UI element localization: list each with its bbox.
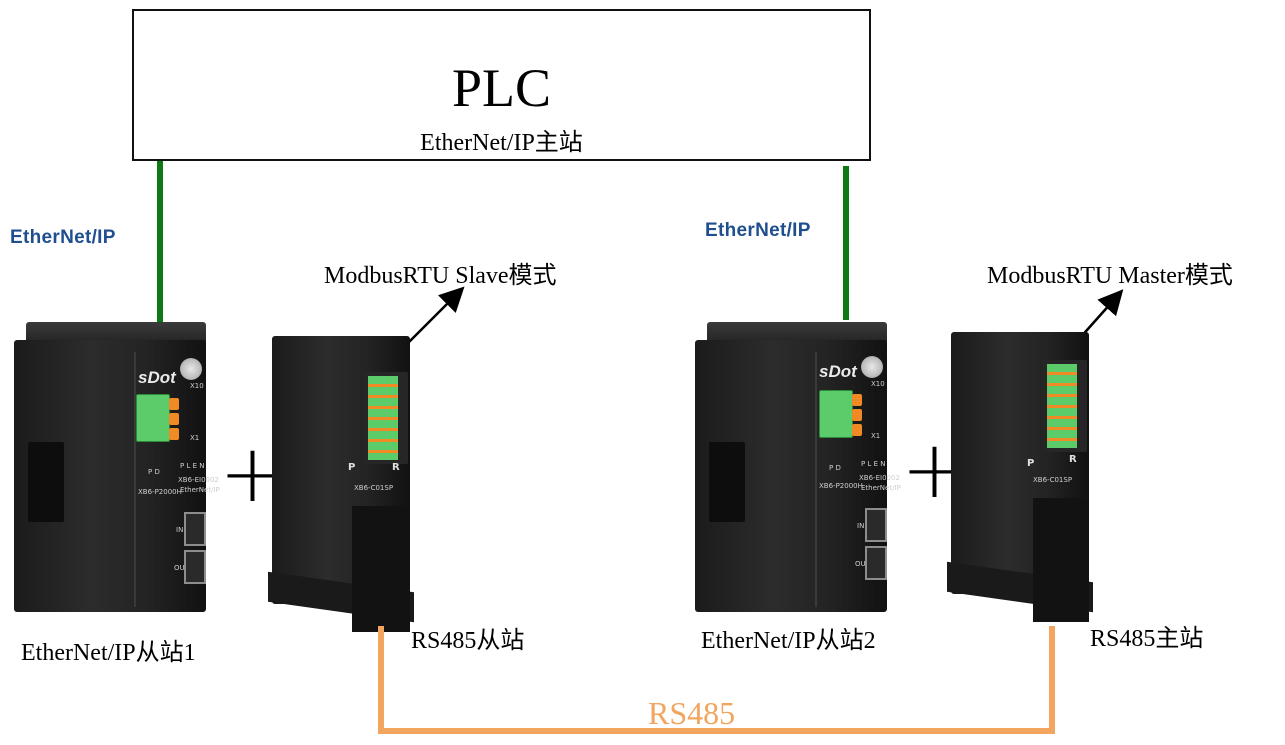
main-led-labels: P L E N bbox=[180, 462, 205, 470]
coupler-module-1: sDot X10 X1 P D P L E N XB6-P2000H XB6-E… bbox=[14, 322, 220, 612]
plc-title: PLC bbox=[451, 58, 552, 118]
coupler-caption-1: EtherNet/IP从站1 bbox=[21, 640, 196, 666]
ethernet-port-out[interactable] bbox=[184, 550, 206, 584]
power-terminal-green bbox=[819, 390, 853, 438]
mode-label-slave: ModbusRTU Slave模式 bbox=[324, 263, 557, 289]
mode-label-master: ModbusRTU Master模式 bbox=[987, 263, 1233, 289]
coupler-divider bbox=[134, 352, 136, 607]
rs485-bus-line bbox=[378, 728, 1055, 734]
ethernetip-logo-right: EtherNet/IP bbox=[705, 220, 811, 241]
module-led-r: R bbox=[392, 462, 400, 473]
ethernet-port-in[interactable] bbox=[184, 512, 206, 546]
power-terminal-green bbox=[136, 394, 170, 442]
rs485-bus-left-drop bbox=[378, 626, 384, 734]
port-in-label: IN bbox=[176, 526, 184, 534]
terminal-green-strip bbox=[1047, 364, 1077, 448]
module-caption-slave: RS485从站 bbox=[411, 628, 525, 654]
port-out-label: OUT bbox=[174, 564, 189, 572]
ethernet-cable-left bbox=[157, 161, 163, 325]
main-module-model: XB6-EI0002 bbox=[859, 474, 900, 482]
coupler-brand-logo: sDot bbox=[819, 362, 857, 381]
coupler-module-2: sDot X10 X1 P D P L E N XB6-P2000H XB6-E… bbox=[695, 322, 901, 612]
rs485-bus-right-drop bbox=[1049, 626, 1055, 734]
ethernet-port-out[interactable] bbox=[865, 546, 887, 580]
power-led-labels: P D bbox=[829, 464, 841, 472]
coupler-divider bbox=[815, 352, 817, 607]
port-out-label: OUT bbox=[855, 560, 870, 568]
address-dial-icon bbox=[861, 356, 883, 378]
address-dial-icon bbox=[180, 358, 202, 380]
terminal-green-strip bbox=[368, 376, 398, 460]
plc-box: PLC EtherNet/IP主站 bbox=[132, 9, 871, 161]
module-model: XB6-C01SP bbox=[1033, 476, 1073, 484]
power-terminal-orange-1 bbox=[169, 398, 179, 410]
main-module-model: XB6-EI0002 bbox=[178, 476, 219, 484]
coupler-caption-2: EtherNet/IP从站2 bbox=[701, 628, 876, 654]
power-terminal-orange-3 bbox=[169, 428, 179, 440]
power-terminal-orange-3 bbox=[852, 424, 862, 436]
coupler-brand-logo: sDot bbox=[138, 368, 176, 387]
module-model: XB6-C01SP bbox=[354, 484, 394, 492]
power-terminal-orange-1 bbox=[852, 394, 862, 406]
plc-subtitle: EtherNet/IP主站 bbox=[420, 130, 583, 156]
coupler-side-recess bbox=[709, 442, 745, 522]
dial-x1-label: X1 bbox=[871, 432, 881, 440]
module-lower-block bbox=[1033, 498, 1089, 622]
power-terminal-orange-2 bbox=[169, 413, 179, 425]
dial-x1-label: X1 bbox=[190, 434, 200, 442]
module-led-p: P bbox=[348, 462, 356, 473]
power-led-labels: P D bbox=[148, 468, 160, 476]
coupler-side-recess bbox=[28, 442, 64, 522]
main-module-protocol: EtherNet/IP bbox=[861, 484, 901, 492]
power-module-model: XB6-P2000H bbox=[819, 482, 863, 490]
module-led-p: P bbox=[1027, 458, 1035, 469]
ethernet-port-in[interactable] bbox=[865, 508, 887, 542]
rs485-module-slave: P R XB6-C01SP bbox=[268, 336, 414, 636]
power-terminal-orange-2 bbox=[852, 409, 862, 421]
port-in-label: IN bbox=[857, 522, 865, 530]
main-module-protocol: EtherNet/IP bbox=[180, 486, 220, 494]
ethernetip-logo-left: EtherNet/IP bbox=[10, 227, 116, 248]
ethernet-cable-right bbox=[843, 166, 849, 320]
module-led-r: R bbox=[1069, 454, 1077, 465]
rs485-module-master: P R XB6-C01SP bbox=[947, 332, 1093, 624]
dial-x10-label: X10 bbox=[190, 382, 204, 390]
main-led-labels: P L E N bbox=[861, 460, 886, 468]
dial-x10-label: X10 bbox=[871, 380, 885, 388]
power-module-model: XB6-P2000H bbox=[138, 488, 182, 496]
module-lower-block bbox=[352, 506, 410, 632]
module-caption-master: RS485主站 bbox=[1090, 626, 1204, 652]
rs485-bus-label: RS485 bbox=[648, 695, 736, 731]
